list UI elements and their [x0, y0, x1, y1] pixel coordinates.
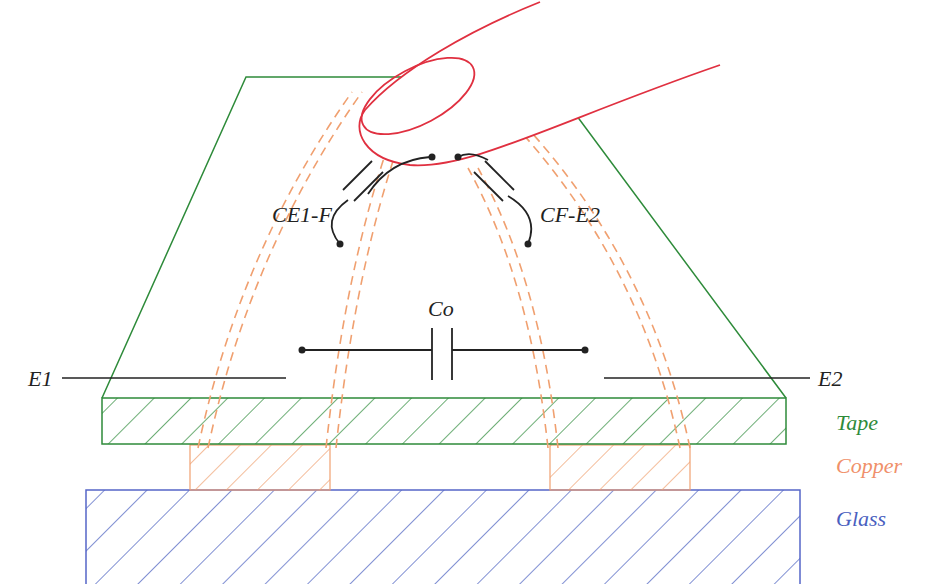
copper-electrodes	[190, 445, 690, 490]
capacitor-label: Co	[428, 298, 454, 320]
co-capacitor	[302, 328, 585, 380]
layer-label: Copper	[836, 455, 902, 477]
terminal-dots	[299, 154, 589, 354]
finger	[350, 0, 720, 165]
layer-label: Glass	[836, 508, 886, 530]
electrode-label: E1	[28, 368, 52, 390]
tape-layer	[102, 398, 786, 444]
layer-label: Tape	[836, 412, 878, 434]
capacitor-label: CE1-F	[272, 204, 332, 226]
capacitor-label: CF-E2	[540, 204, 600, 226]
finger-capacitors	[332, 154, 532, 244]
electrode-label: E2	[818, 368, 842, 390]
glass-layer	[86, 490, 800, 584]
electrode-leads	[62, 377, 810, 379]
